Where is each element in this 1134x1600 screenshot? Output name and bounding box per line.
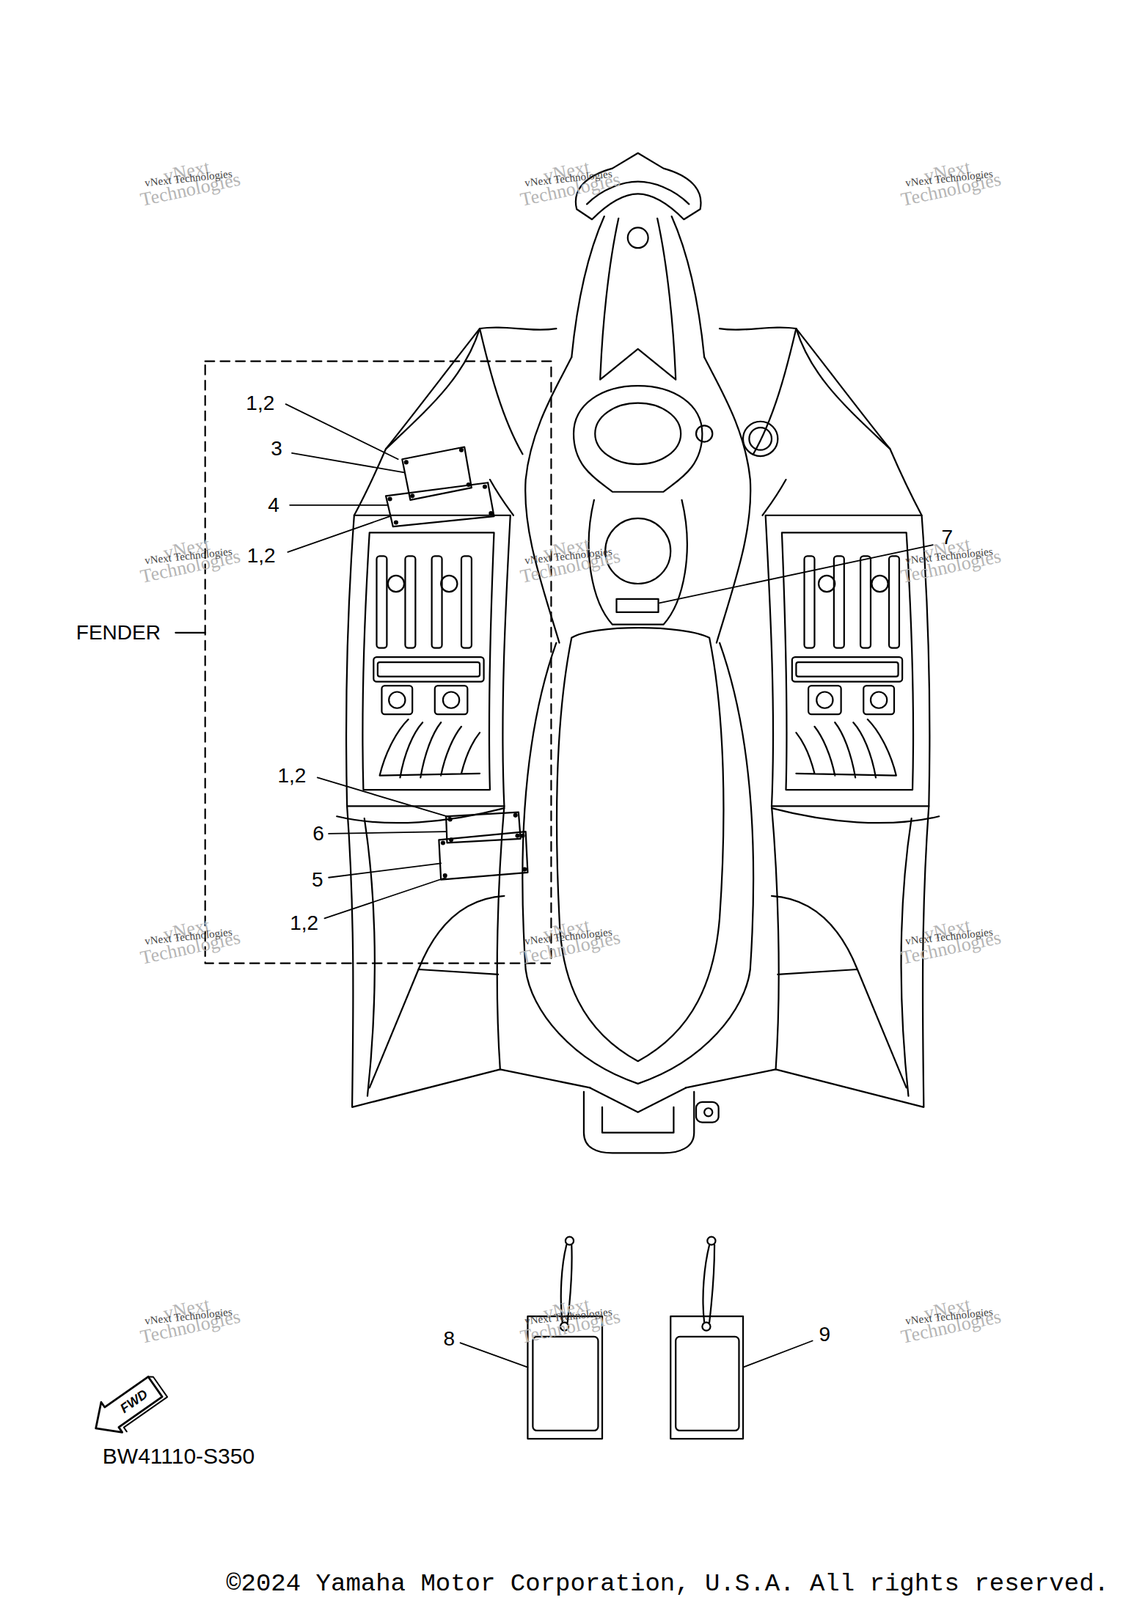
leader-line — [289, 504, 389, 507]
callout-number: 1,2 — [244, 392, 276, 415]
rear-bumper — [583, 1092, 694, 1154]
leader-line — [324, 878, 447, 920]
leader-line — [291, 453, 405, 473]
direction-label: FWD — [116, 1386, 152, 1418]
instrument-cover — [573, 385, 702, 493]
callout-number: 6 — [311, 822, 326, 845]
callout-number: 1,2 — [245, 544, 278, 567]
seat — [556, 627, 724, 1062]
leader-line — [328, 831, 446, 834]
decal-4 — [385, 482, 495, 527]
body-hole — [696, 425, 713, 442]
callout-number: 8 — [441, 1328, 457, 1351]
leader-line — [743, 1341, 813, 1368]
leader-line — [287, 516, 390, 553]
hang-tag-9 — [670, 1237, 744, 1440]
callout-number: 5 — [310, 869, 325, 892]
leader-line — [286, 404, 399, 460]
leader-line — [659, 544, 934, 603]
rear-tab — [696, 1102, 719, 1123]
leader-line — [460, 1343, 529, 1368]
hood-inner — [600, 218, 676, 380]
callout-number: 1,2 — [288, 912, 320, 935]
hood-hole — [627, 227, 649, 248]
callout-number: 3 — [269, 437, 284, 460]
body-side — [525, 357, 572, 644]
rear-tab-hole — [704, 1108, 713, 1117]
part-label: FENDER — [74, 622, 163, 645]
callout-number: 4 — [266, 494, 281, 517]
fwd-arrow — [85, 1370, 171, 1446]
body-hole — [748, 427, 772, 451]
fender-tick — [175, 632, 205, 634]
hood-edge — [671, 216, 705, 358]
decal-5 — [438, 831, 528, 880]
part-code: BW41110-S350 — [101, 1445, 256, 1469]
body-hole — [743, 421, 778, 457]
rear-bumper-inner — [602, 1107, 674, 1134]
decal-rivets — [388, 448, 528, 879]
decal-7 — [616, 599, 658, 613]
leader-line — [328, 863, 441, 878]
hood-edge — [571, 216, 605, 358]
rear-body — [589, 1087, 686, 1112]
callout-number: 1,2 — [276, 765, 309, 788]
footwell-left — [346, 515, 511, 807]
fender-bracket — [205, 361, 552, 964]
body-side — [704, 357, 751, 644]
copyright-note: ©2024 Yamaha Motor Corporation, U.S.A. A… — [224, 1571, 1111, 1598]
leader-lines — [286, 404, 934, 1368]
instrument-inner — [594, 403, 681, 465]
callout-number: 9 — [817, 1323, 833, 1346]
leader-line — [317, 777, 451, 818]
